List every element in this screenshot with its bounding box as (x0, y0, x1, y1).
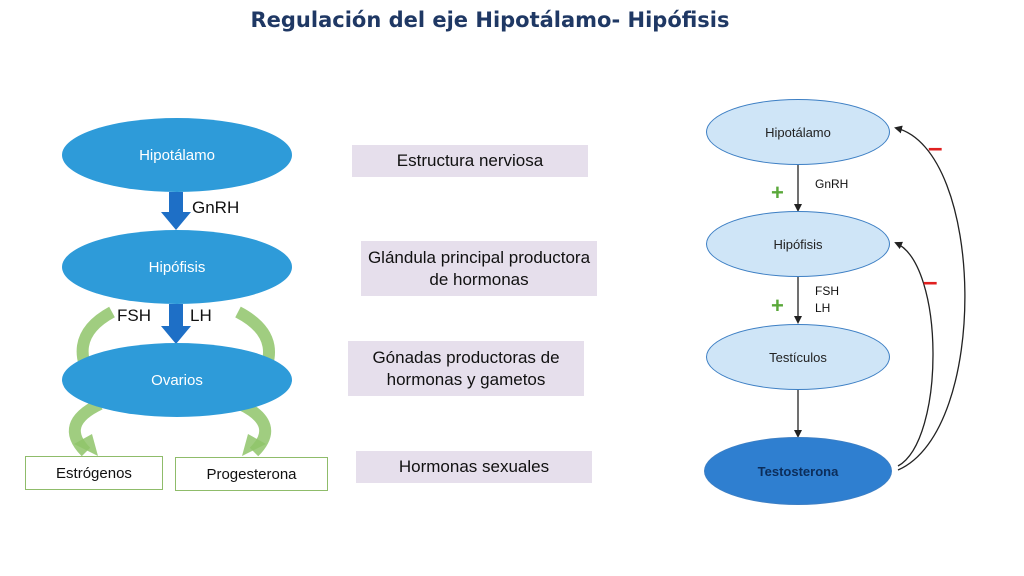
node-hipotalamo-left: Hipotálamo (62, 118, 292, 192)
left-arrow-fsh-lh (161, 304, 191, 344)
node-ovarios: Ovarios (62, 343, 292, 417)
label-gnrh-left: GnRH (192, 198, 240, 217)
output-estrogenos: Estrógenos (25, 456, 163, 490)
label-lh-left: LH (190, 306, 212, 325)
node-testiculos: Testículos (706, 324, 890, 390)
label-gnrh-right: GnRH (815, 177, 849, 191)
plus-sign-2: + (771, 293, 784, 318)
label-fsh-left: FSH (117, 306, 151, 325)
page-title: Regulación del eje Hipotálamo- Hipófisis (250, 8, 730, 32)
left-arrow-gnrh (161, 192, 191, 230)
node-hipotalamo-right: Hipotálamo (706, 99, 890, 165)
minus-sign-2: – (923, 266, 938, 296)
green-loop-estrogenos (68, 398, 103, 457)
feedback-to-hipotalamo (894, 125, 966, 471)
label-fsh-right: FSH (815, 284, 839, 298)
node-hipofisis-right: Hipófisis (706, 211, 890, 277)
desc-glandula-principal: Glándula principal productora de hormona… (361, 241, 597, 296)
desc-hormonas-sexuales: Hormonas sexuales (356, 451, 592, 483)
feedback-to-hipofisis (894, 241, 934, 467)
node-hipofisis-left: Hipófisis (62, 230, 292, 304)
plus-sign-1: + (771, 180, 784, 205)
output-progesterona: Progesterona (175, 457, 328, 491)
label-lh-right: LH (815, 301, 831, 315)
node-testosterona: Testosterona (704, 437, 892, 505)
green-loop-progesterona (237, 398, 272, 457)
minus-sign-1: – (928, 132, 943, 162)
desc-estructura-nerviosa: Estructura nerviosa (352, 145, 588, 177)
desc-gonadas: Gónadas productoras de hormonas y gameto… (348, 341, 584, 396)
